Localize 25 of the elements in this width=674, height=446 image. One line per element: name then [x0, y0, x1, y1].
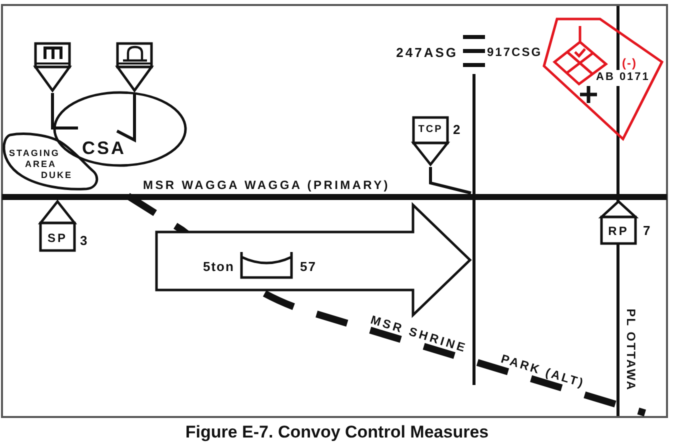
- phase-line-label: PL OTTAWA: [625, 308, 637, 392]
- figure-caption: Figure E-7. Convoy Control Measures: [185, 424, 489, 440]
- boundary-label: 917CSG: [487, 46, 542, 58]
- marker-number: 7: [643, 224, 650, 237]
- marker-number: 2: [453, 123, 460, 136]
- point-marker: [600, 199, 637, 245]
- coordinate-label: AB 0171: [596, 72, 650, 83]
- marker-label: TCP: [418, 124, 443, 134]
- marker-label: SP: [48, 232, 68, 244]
- area-label: STAGING AREA DUKE: [9, 148, 73, 181]
- point-marker: [39, 199, 76, 252]
- area-label: CSA: [82, 139, 126, 157]
- marker-label: RP: [608, 225, 629, 237]
- leader-line: [429, 167, 472, 194]
- vehicle-label: 5ton: [203, 260, 234, 273]
- area-outline: [542, 17, 664, 142]
- leader-line: [51, 93, 78, 130]
- symbol-marker: [34, 42, 71, 93]
- boundary-label: 247ASG: [396, 46, 458, 59]
- marker-number: 3: [80, 234, 88, 247]
- count-label: 57: [300, 260, 316, 273]
- point-marker: [412, 116, 449, 167]
- symbol-marker: [116, 42, 153, 93]
- symbol-label: (-): [622, 57, 637, 69]
- road-label: MSR WAGGA WAGGA (PRIMARY): [143, 179, 390, 191]
